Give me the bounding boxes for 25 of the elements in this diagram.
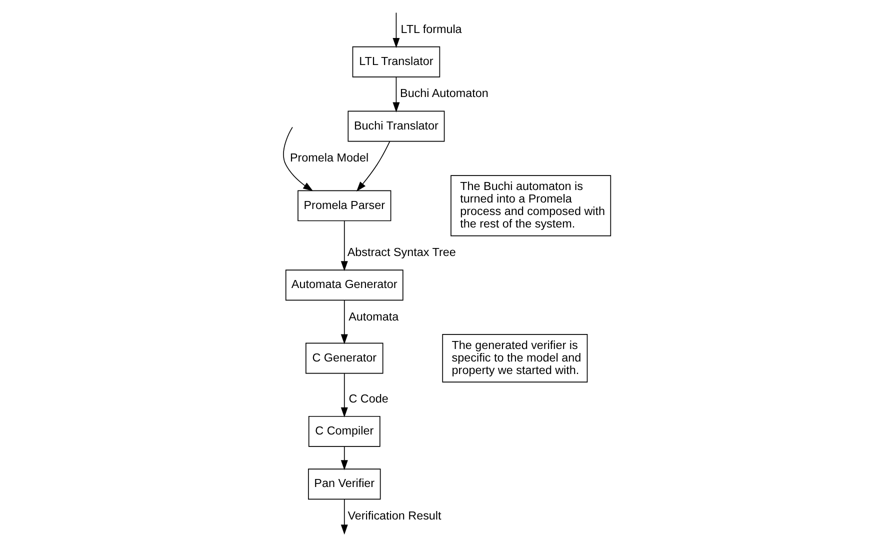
- edge-label: Automata: [348, 310, 398, 324]
- arrow: [340, 300, 348, 344]
- arrow: [392, 76, 400, 112]
- node-box: Promela Parser: [297, 190, 391, 222]
- node-box: The generated verifier is specific to the model and property we started with.: [442, 334, 588, 383]
- node-box: C Generator: [305, 342, 383, 374]
- arrow: [392, 12, 400, 48]
- node-box: C Compiler: [308, 416, 380, 447]
- edge-label: C Code: [348, 392, 388, 406]
- node-box: Buchi Translator: [347, 110, 444, 142]
- edge-label: Abstract Syntax Tree: [346, 246, 456, 260]
- arrow: [340, 446, 348, 470]
- edge-label: Buchi Automaton: [400, 87, 488, 100]
- node-box: The Buchi automaton is turned into a Promela process and composed with the rest of the system.: [450, 175, 611, 236]
- node-box: Pan Verifier: [308, 468, 380, 500]
- arrow: [340, 373, 348, 418]
- node-box: Automata Generator: [284, 270, 403, 301]
- arrow: [356, 141, 390, 192]
- arrow: [282, 126, 313, 192]
- edge-label: LTL formula: [400, 22, 462, 36]
- node-box: LTL Translator: [352, 46, 440, 78]
- edge-label: Verification Result: [347, 509, 441, 522]
- edge-label: Promela Model: [289, 152, 368, 165]
- arrow: [340, 220, 348, 272]
- arrow: [340, 498, 348, 535]
